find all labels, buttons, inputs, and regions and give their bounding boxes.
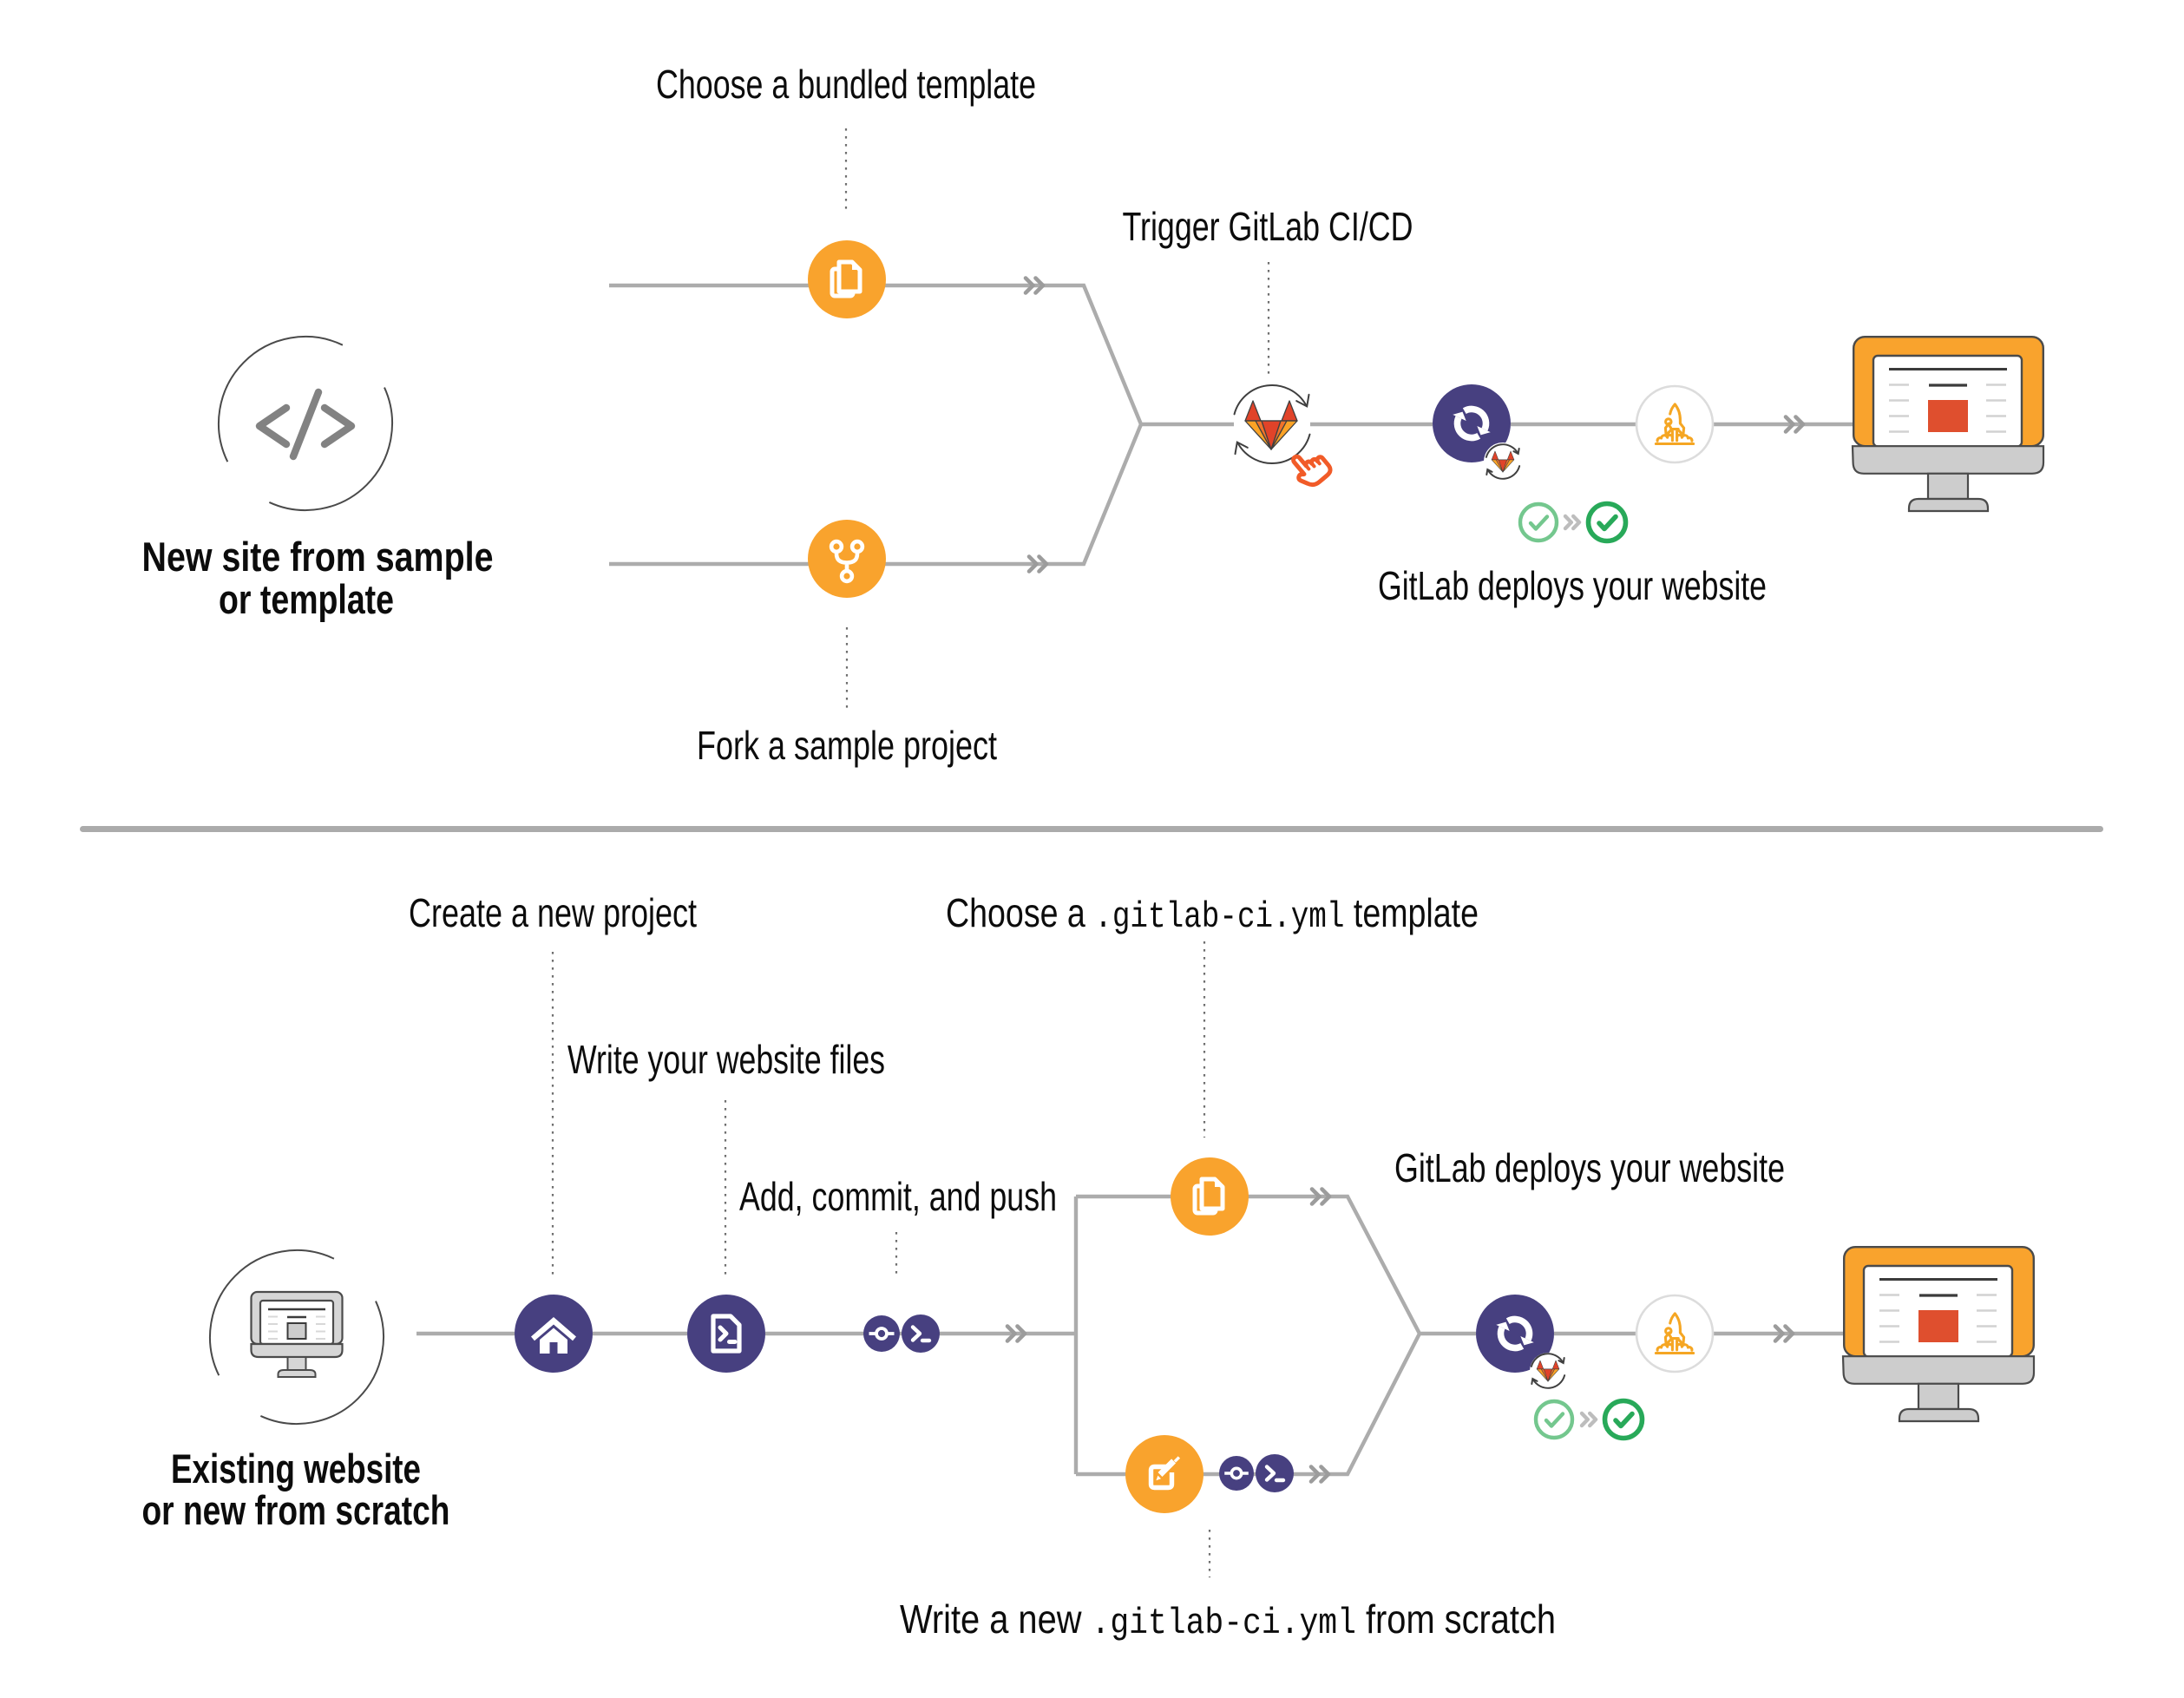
svg-text:Existing website: Existing website bbox=[171, 1446, 421, 1491]
svg-text:Choose a bundled template: Choose a bundled template bbox=[656, 62, 1036, 107]
svg-text:Fork a sample project: Fork a sample project bbox=[697, 723, 997, 768]
svg-text:Choose a .gitlab-ci.yml templa: Choose a .gitlab-ci.yml template bbox=[946, 890, 1479, 938]
svg-text:or new from scratch: or new from scratch bbox=[142, 1487, 450, 1533]
svg-text:Create a new project: Create a new project bbox=[409, 890, 697, 935]
svg-text:Trigger GitLab CI/CD: Trigger GitLab CI/CD bbox=[1123, 204, 1413, 249]
svg-text:GitLab deploys your website: GitLab deploys your website bbox=[1394, 1145, 1785, 1190]
svg-text:Write a new .gitlab-ci.yml fro: Write a new .gitlab-ci.yml from scratch bbox=[900, 1596, 1556, 1644]
svg-text:or template: or template bbox=[219, 576, 394, 622]
svg-text:New site from sample: New site from sample bbox=[142, 534, 494, 580]
svg-text:Add, commit, and push: Add, commit, and push bbox=[739, 1174, 1057, 1219]
svg-text:Write your website files: Write your website files bbox=[567, 1037, 885, 1082]
svg-text:GitLab deploys your website: GitLab deploys your website bbox=[1378, 563, 1767, 608]
